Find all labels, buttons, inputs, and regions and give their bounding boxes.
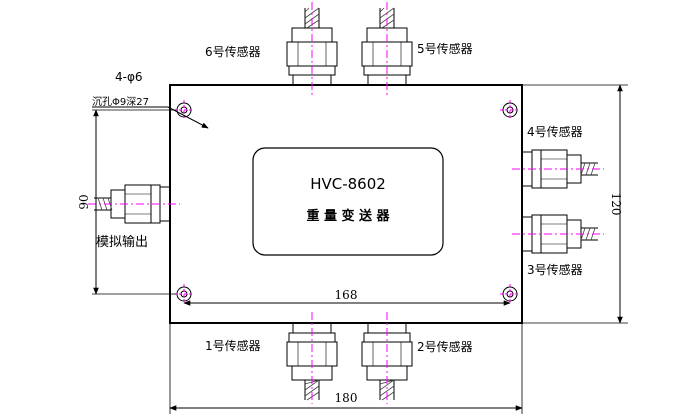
mounting-hole [500, 284, 520, 304]
label-panel [252, 147, 444, 256]
cable-gland-left-output [88, 184, 180, 224]
cable-gland-top-6 [286, 2, 338, 96]
dimension-outer-height: 120 [522, 84, 628, 324]
cable-gland-top-5 [361, 2, 413, 96]
sensor-5-label: 5号传感器 [417, 41, 473, 56]
sensor-3-label: 3号传感器 [527, 262, 583, 277]
cable-gland-right-3 [512, 214, 604, 254]
cable-gland-right-4 [512, 149, 604, 189]
dimension-outer-width: 180 [169, 323, 523, 414]
sensor-1-label: 1号传感器 [205, 338, 261, 353]
analog-output-label: 模拟输出 [96, 234, 148, 250]
sensor-6-label: 6号传感器 [205, 44, 261, 59]
dimension-inner-height: 90 [77, 109, 176, 295]
sensor-2-label: 2号传感器 [417, 339, 473, 354]
dimension-outer-height-value: 120 [609, 193, 623, 216]
mounting-hole [174, 284, 194, 304]
dimension-inner-width-value: 168 [335, 288, 358, 302]
sensor-4-label: 4号传感器 [527, 124, 583, 139]
hole-spec-label: 4-φ6 [115, 70, 143, 84]
callout-leader [167, 106, 209, 129]
model-label: HVC-8602 [310, 175, 386, 193]
mounting-hole [500, 100, 520, 120]
device-name-label: 重 量 变 送 器 [306, 208, 390, 224]
counterbore-label: 沉孔Φ9深27 [92, 95, 149, 108]
dimension-outer-width-value: 180 [335, 391, 358, 405]
cable-gland-bottom-2 [361, 312, 413, 404]
mounting-hole [174, 100, 194, 120]
cable-gland-bottom-1 [286, 312, 338, 404]
dimension-inner-width: 168 [183, 288, 511, 306]
dimension-inner-height-value: 90 [77, 194, 91, 209]
